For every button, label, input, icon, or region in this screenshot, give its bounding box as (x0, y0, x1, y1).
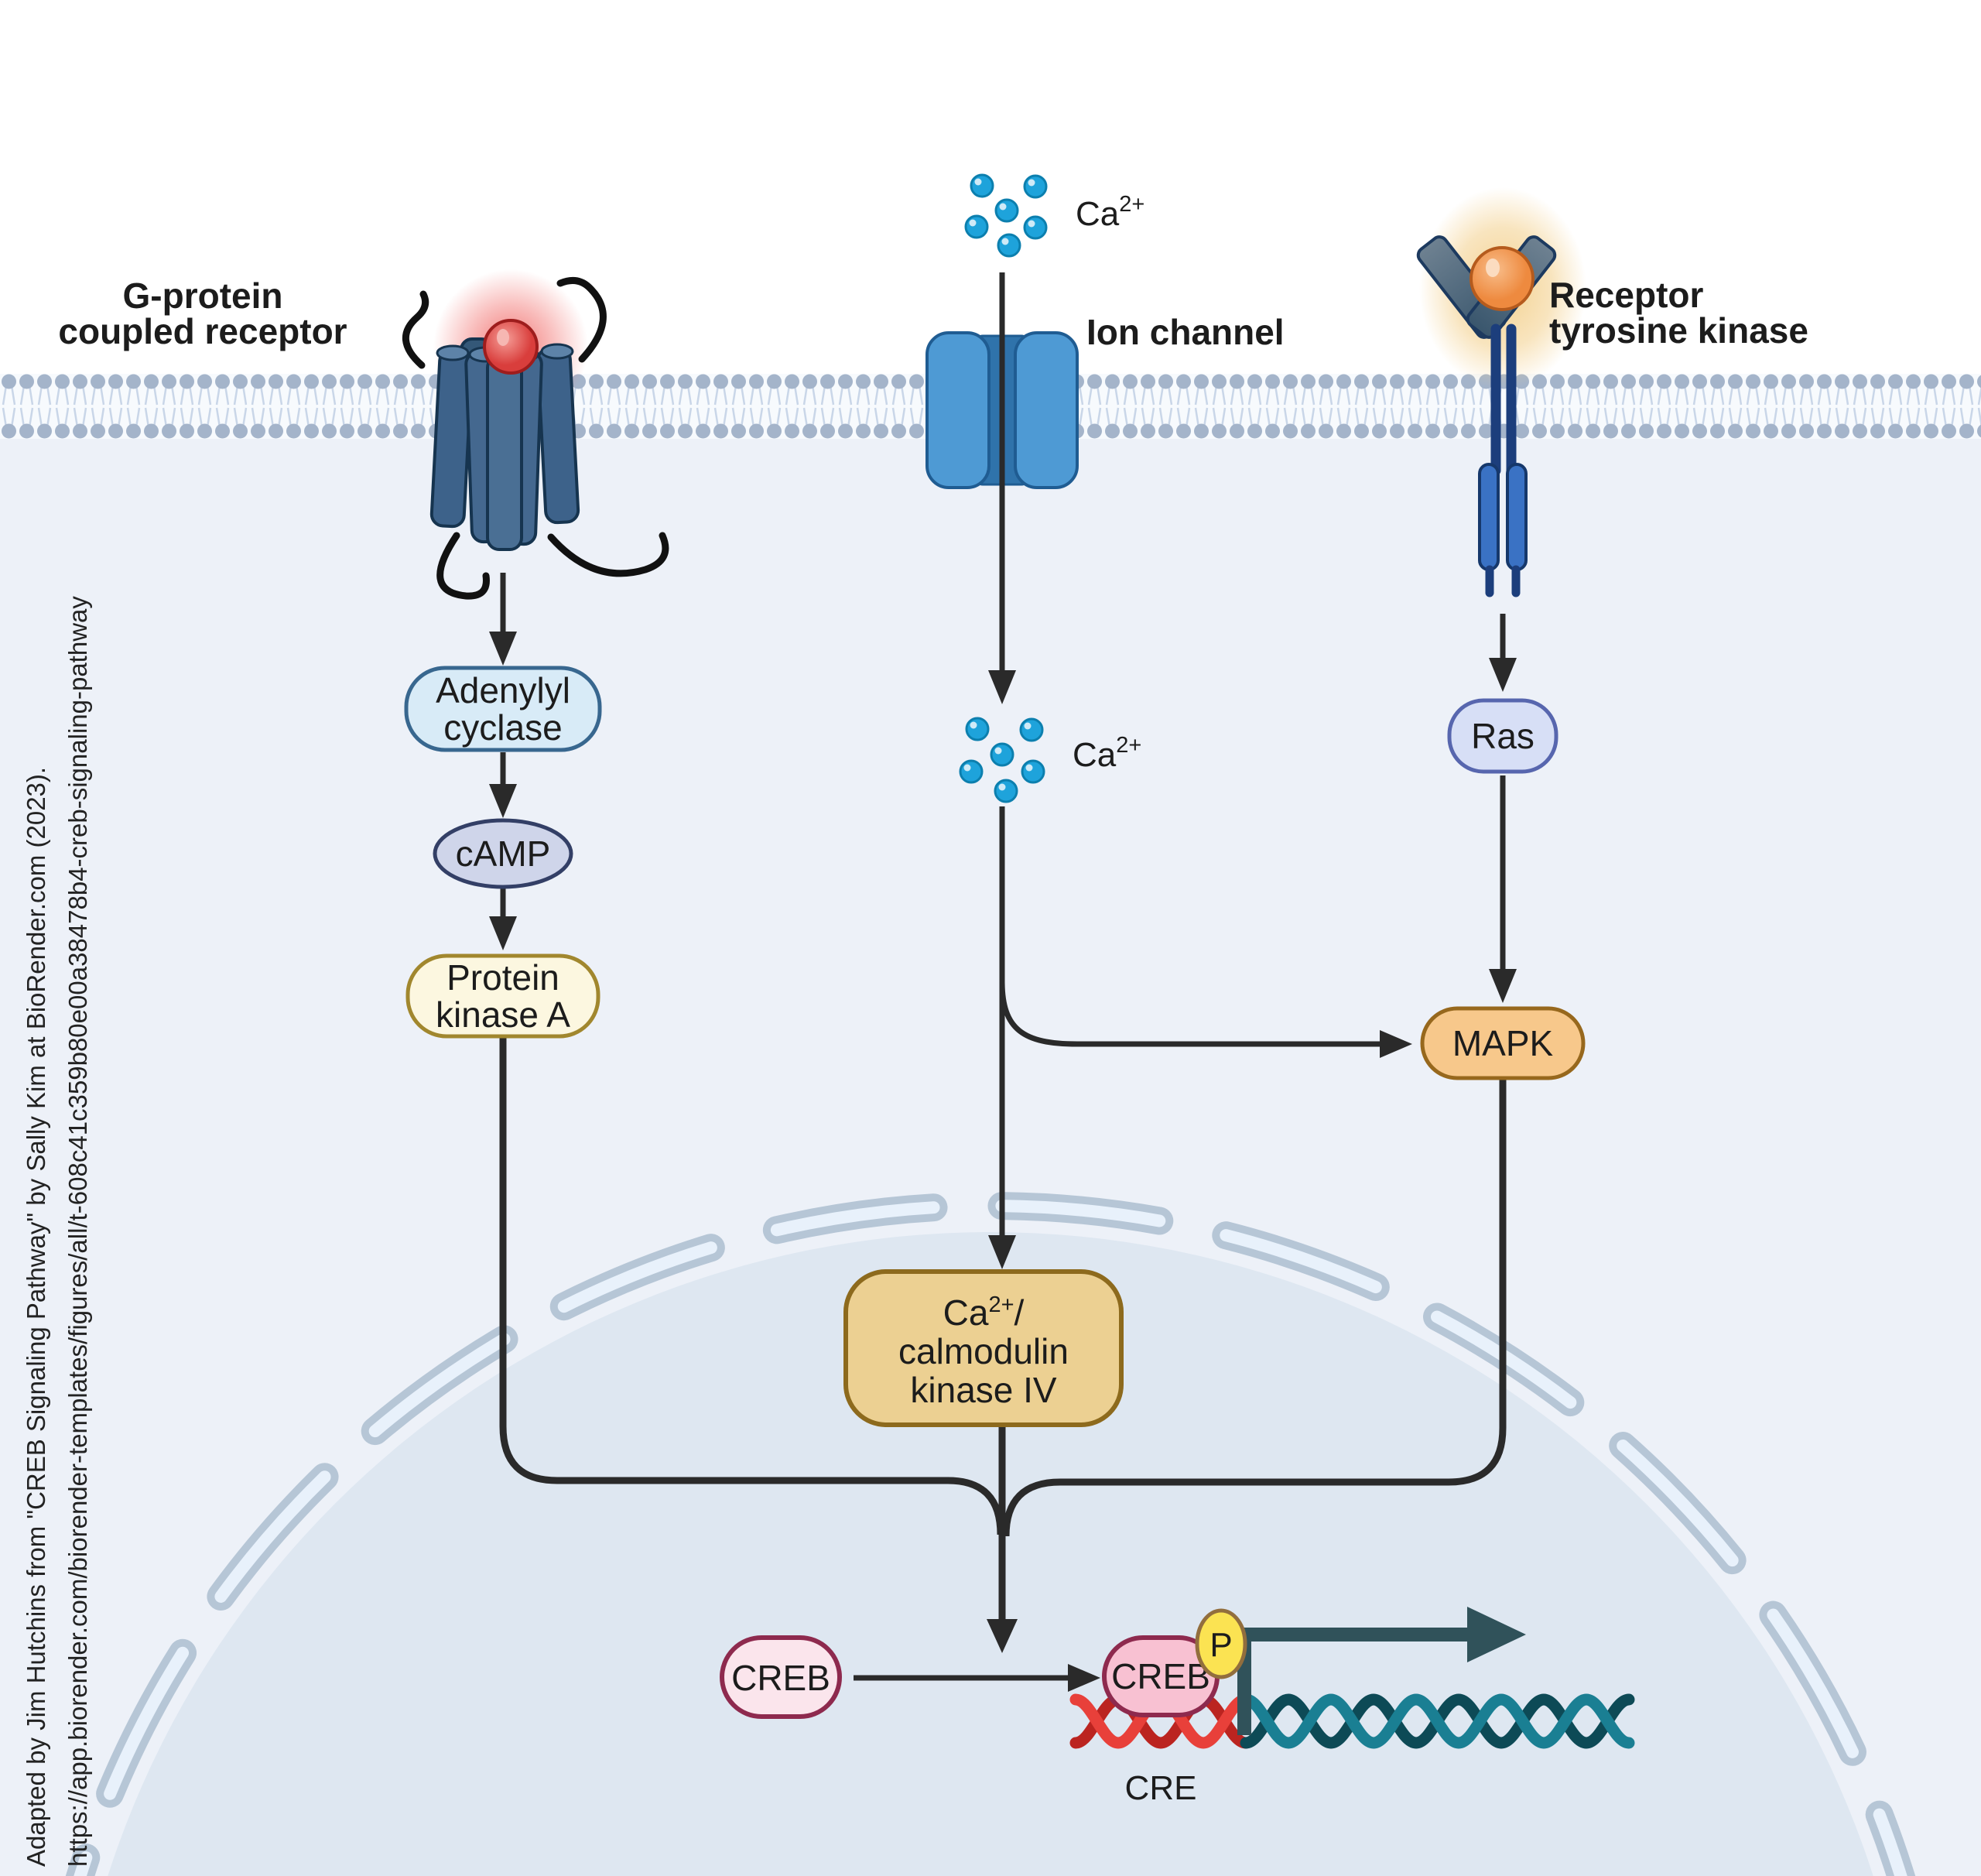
svg-text:CREB: CREB (1111, 1656, 1210, 1696)
phosphate-badge (1195, 1608, 1247, 1679)
node-ras: Ras (1447, 698, 1558, 774)
dna-cre-strand-dark (1069, 1693, 1252, 1749)
phosphate-label: P (1209, 1626, 1232, 1664)
rtk-icon (1416, 187, 1586, 597)
svg-text:Adenylyl: Adenylyl (436, 670, 570, 710)
rtk-ligand (1469, 246, 1535, 311)
rtk-label-line2: tyrosine kinase (1549, 310, 1808, 351)
connector-pka-to-merge (499, 1035, 1004, 1535)
rtk-ligand-highlight (1486, 258, 1500, 277)
ca-ions-extracellular: Ca2+ (964, 173, 1144, 258)
dna-gene-strand-bright (1240, 1693, 1635, 1749)
cre-label: CRE (1125, 1769, 1197, 1807)
ion-channel-label: Ion channel (1086, 312, 1285, 352)
gpcr-label-line2: coupled receptor (58, 311, 347, 351)
receptor-labels: G-protein coupled receptor Ion channel R… (58, 275, 1808, 352)
svg-text:Ras: Ras (1471, 716, 1535, 756)
arrowheads (489, 632, 1517, 1692)
arrow-ca-to-mapk (999, 981, 1380, 1047)
gpcr-loops (402, 276, 669, 600)
rtk-kinase-domain-right (1506, 463, 1528, 571)
pathway-arrows (499, 272, 1507, 1681)
rtk-label-line1: Receptor (1549, 275, 1703, 315)
svg-text:kinase A: kinase A (436, 994, 570, 1035)
svg-text:calmodulin: calmodulin (898, 1331, 1069, 1371)
svg-text:Ca2+/: Ca2+/ (943, 1292, 1025, 1333)
gpcr-icon (402, 269, 669, 600)
node-creb-phosphorylated: CREB P (1102, 1608, 1247, 1717)
svg-text:cyclase: cyclase (443, 707, 562, 748)
node-creb: CREB (720, 1635, 842, 1719)
gpcr-ligand-highlight (497, 329, 509, 346)
attribution-line1: Adapted by Jim Hutchins from "CREB Signa… (22, 767, 50, 1867)
svg-text:kinase IV: kinase IV (910, 1370, 1057, 1410)
node-protein-kinase-a: Protein kinase A (405, 953, 600, 1039)
gpcr-ligand (483, 319, 539, 375)
nuclear-envelope-outer (66, 1192, 1915, 1876)
rtk-kinase-domain-left (1478, 463, 1500, 571)
svg-text:Protein: Protein (446, 957, 559, 998)
node-camp: cAMP (433, 818, 573, 889)
connector-mapk-to-merge (1002, 1078, 1507, 1537)
ca-extracellular-label: Ca2+ (1076, 192, 1144, 233)
ca-ions-intracellular: Ca2+ (959, 717, 1141, 803)
node-camkiv: Ca2+/ calmodulin kinase IV (843, 1269, 1124, 1427)
node-adenylyl-cyclase: Adenylyl cyclase (404, 666, 602, 752)
svg-text:CREB: CREB (731, 1658, 830, 1698)
attribution-line2: https://app.biorender.com/biorender-temp… (63, 596, 92, 1867)
svg-text:cAMP: cAMP (456, 834, 551, 874)
svg-text:MAPK: MAPK (1452, 1023, 1554, 1063)
ca-intracellular-label: Ca2+ (1073, 733, 1141, 774)
node-mapk: MAPK (1420, 1006, 1586, 1080)
gpcr-label-line1: G-protein (123, 276, 283, 316)
attribution: Adapted by Jim Hutchins from "CREB Signa… (22, 596, 92, 1867)
